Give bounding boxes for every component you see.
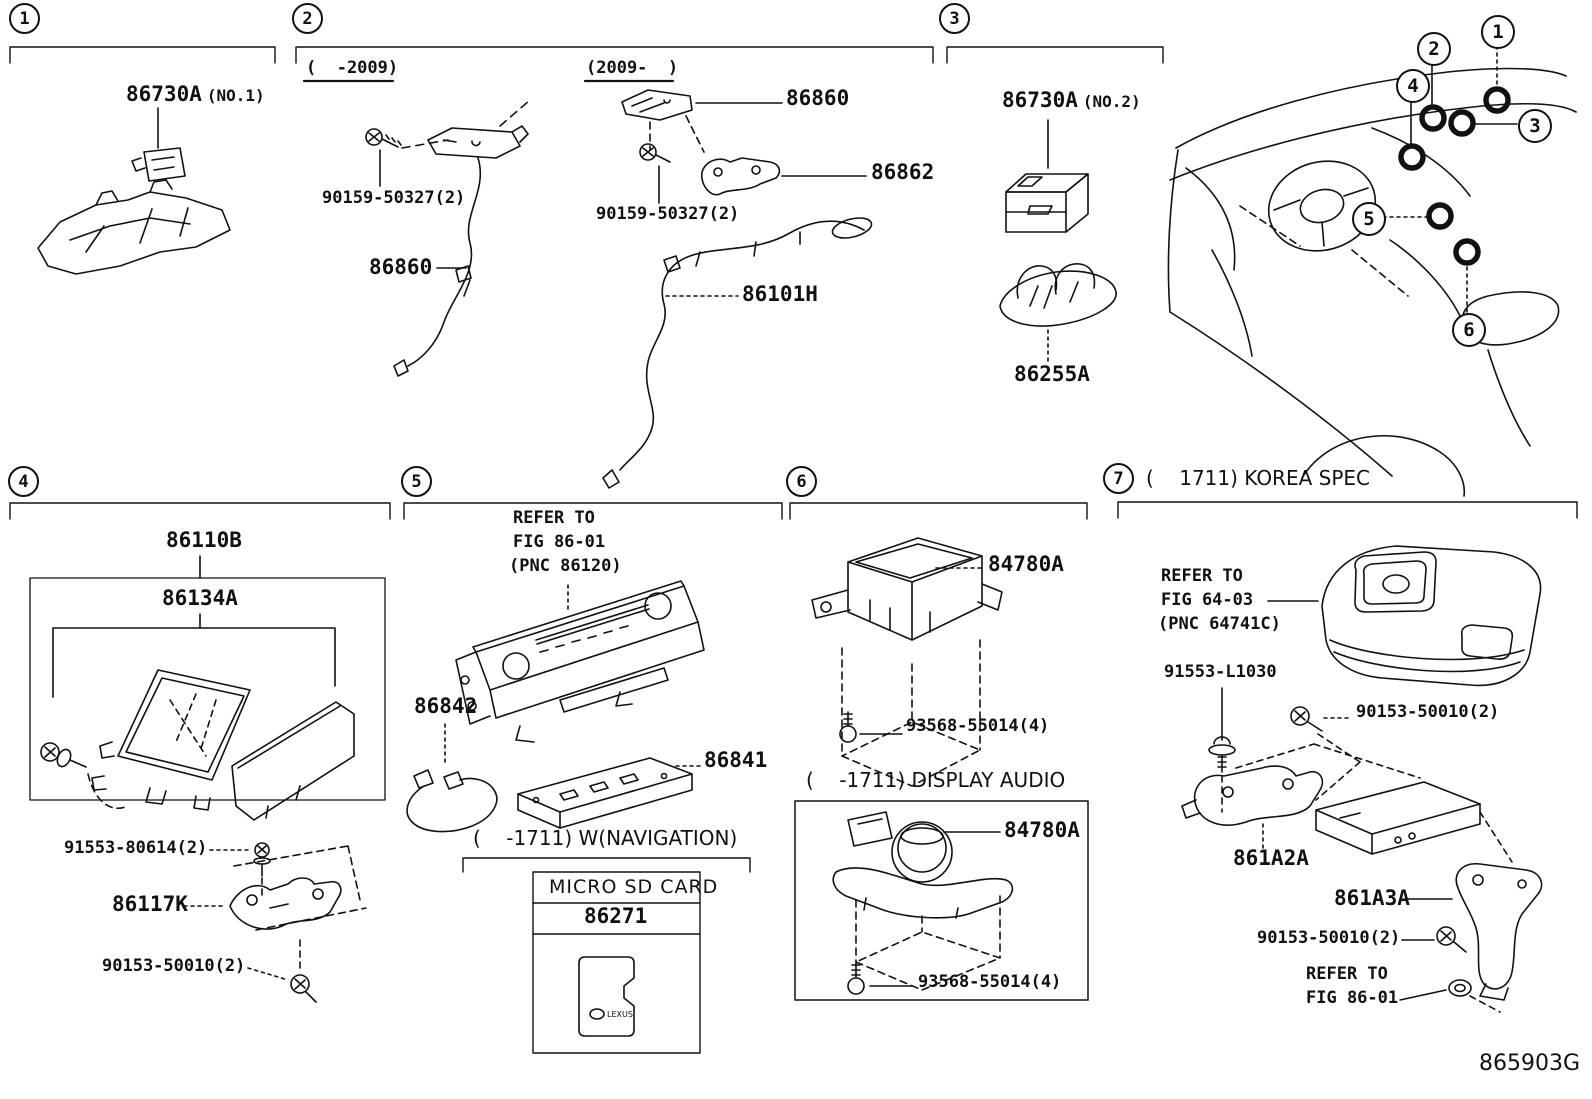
section-3-number: 3 — [939, 3, 970, 34]
korea-spec-note: ( 1711) KOREA SPEC — [1146, 466, 1370, 490]
car-callout-lines — [1382, 45, 1518, 313]
refer-fig6403-line1: REFER TO — [1161, 566, 1243, 586]
part-label-90159-50327-late: 90159-50327(2) — [596, 204, 740, 224]
section-2-number: 2 — [292, 3, 323, 34]
part-label-90159-50327-early: 90159-50327(2) — [322, 188, 466, 208]
art-controller-84780a — [811, 537, 1003, 787]
car-callout-4: 4 — [1396, 69, 1430, 103]
part-label-84780a-da: 84780A — [1004, 818, 1080, 842]
part-number: 86730A — [126, 82, 202, 106]
art-cable-86842 — [406, 723, 498, 833]
refer-fig6403-line2: FIG 64-03 — [1161, 590, 1254, 610]
car-callout-3: 3 — [1518, 109, 1552, 143]
art-roof-console — [1267, 545, 1542, 687]
sd-logo-text: LEXUS — [607, 1010, 633, 1019]
part-label-86110b: 86110B — [166, 528, 242, 552]
part-label-86842: 86842 — [414, 694, 478, 718]
art-amplifier-no2 — [999, 119, 1117, 363]
art-display-audio-box — [794, 800, 1089, 1001]
car-callout-6: 6 — [1452, 313, 1486, 347]
range-late-label: (2009- ) — [586, 58, 679, 78]
art-bracket-86117k — [183, 842, 367, 1003]
range-early-label: ( -2009) — [306, 58, 399, 78]
section-7-number: 7 — [1103, 463, 1134, 494]
section-6-number: 6 — [786, 466, 817, 497]
refer-fig8601-line3: (PNC 86120) — [509, 556, 622, 576]
part-label-86730a-no2: 86730A(NO.2) — [1002, 90, 1141, 111]
car-callout-2: 2 — [1417, 32, 1451, 66]
part-label-86117k: 86117K — [112, 892, 188, 916]
part-label-86841: 86841 — [704, 748, 768, 772]
art-antenna-late — [602, 89, 873, 489]
part-variant: (NO.2) — [1082, 92, 1141, 111]
refer-fig8601-s7-line2: FIG 86-01 — [1306, 988, 1399, 1008]
part-label-93568-55014-da: 93568-55014(4) — [918, 972, 1062, 992]
art-antenna-amp-early — [365, 99, 531, 377]
art-radio — [455, 580, 705, 743]
car-callout-1: 1 — [1481, 15, 1515, 49]
part-variant: (NO.1) — [206, 86, 265, 105]
part-label-91553-80614: 91553-80614(2) — [64, 838, 208, 858]
part-label-861a2a: 861A2A — [1233, 846, 1309, 870]
art-amp-86841 — [517, 757, 701, 829]
part-label-86271: 86271 — [584, 904, 648, 928]
section-4-number: 4 — [8, 466, 39, 497]
part-label-90153-50010-upper: 90153-50010(2) — [1356, 702, 1500, 722]
art-overhead-console-no1 — [37, 107, 231, 275]
part-label-861a3a: 861A3A — [1334, 886, 1410, 910]
car-callout-5: 5 — [1352, 202, 1386, 236]
art-car-dashboard — [1167, 67, 1577, 497]
part-number: 86730A — [1002, 88, 1078, 112]
part-label-90153-50010-lower: 90153-50010(2) — [1257, 928, 1401, 948]
section-1-number: 1 — [9, 3, 40, 34]
section-brackets — [9, 46, 1578, 873]
car-target-rings — [1398, 86, 1511, 266]
part-label-86860-early: 86860 — [369, 255, 433, 279]
part-label-93568-55014: 93568-55014(4) — [906, 716, 1050, 736]
art-display-unit — [29, 555, 386, 821]
refer-fig6403-line3: (PNC 64741C) — [1158, 614, 1281, 634]
part-label-86730a-no1: 86730A(NO.1) — [126, 84, 265, 105]
part-label-86101h: 86101H — [742, 282, 818, 306]
nav-note-label: ( -1711) W(NAVIGATION) — [473, 826, 738, 850]
refer-fig8601-s7-line1: REFER TO — [1306, 964, 1388, 984]
display-audio-note: ( -1711) DISPLAY AUDIO — [806, 768, 1066, 792]
art-korea-brackets — [1181, 687, 1543, 1013]
part-label-90153-50010-s4: 90153-50010(2) — [102, 956, 246, 976]
art-sd-card-box: LEXUS — [532, 871, 701, 1054]
refer-fig8601-line1: REFER TO — [513, 508, 595, 528]
section-5-number: 5 — [401, 466, 432, 497]
part-label-86134a: 86134A — [162, 586, 238, 610]
part-label-91553-l1030: 91553-L1030 — [1164, 662, 1277, 682]
part-label-86255a: 86255A — [1014, 362, 1090, 386]
part-label-84780a: 84780A — [988, 552, 1064, 576]
figure-code: 865903G — [1479, 1051, 1581, 1076]
part-label-86862: 86862 — [871, 160, 935, 184]
sd-card-title: MICRO SD CARD — [549, 876, 719, 898]
part-label-86860-late: 86860 — [786, 86, 850, 110]
refer-fig8601-line2: FIG 86-01 — [513, 532, 606, 552]
